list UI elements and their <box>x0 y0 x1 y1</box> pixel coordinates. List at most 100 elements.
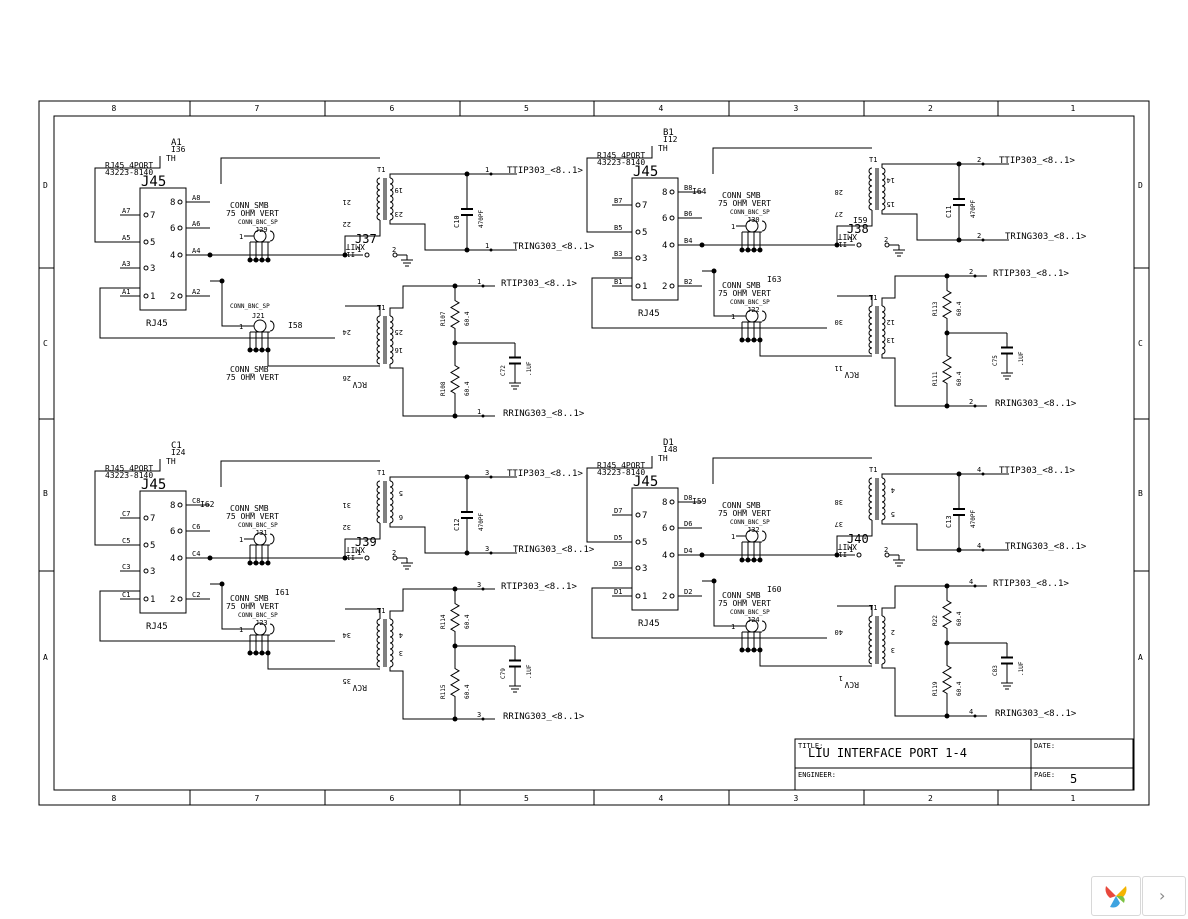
transformer-ref: T1 <box>869 294 877 302</box>
wire <box>836 520 873 555</box>
connector-pin: 1 <box>731 623 735 631</box>
connector-type: CONN_SMB <box>230 201 269 210</box>
connector-ref: J23 <box>255 619 268 627</box>
next-page-button[interactable]: › <box>1142 876 1186 916</box>
pin-name: B6 <box>684 210 692 218</box>
resistor-ref: R111 <box>932 371 939 386</box>
net-port <box>481 587 485 591</box>
transformer-pin: 16 <box>395 346 403 354</box>
connector-pin: 1 <box>731 223 735 231</box>
part-ref: A1 <box>171 138 182 148</box>
jumper-pin <box>856 552 862 558</box>
jack-title: J45 <box>633 474 658 490</box>
connector-ref: J22 <box>747 306 760 314</box>
transformer-ref: T1 <box>377 607 385 615</box>
wire <box>881 520 959 551</box>
net-port <box>481 717 485 721</box>
junction-dot <box>219 278 225 284</box>
pin-name: C3 <box>122 563 130 571</box>
net-port-number: 3 <box>477 581 481 589</box>
connector-pin: 1 <box>239 323 243 331</box>
connector-impedance: 75 OHM VERT <box>718 199 771 208</box>
zone-row-label: A <box>1138 653 1143 662</box>
wire <box>702 270 736 317</box>
smb-connector: 1 <box>731 619 767 653</box>
pin-marker <box>669 499 675 505</box>
connector-type: CONN_SMB <box>722 501 761 510</box>
connector-footprint: CONN_BNC_SP <box>730 299 770 306</box>
pin-marker <box>177 199 183 205</box>
transformer-winding <box>881 305 886 355</box>
rj45-jack-body <box>631 177 679 301</box>
transformer-pin: 31 <box>343 501 351 509</box>
wire <box>344 220 381 255</box>
transformer-pin: 35 <box>343 677 351 685</box>
jumper-pin-number: 1 <box>849 546 853 554</box>
transformer-name: XMIT <box>346 242 365 251</box>
pin-marker <box>143 568 149 574</box>
transformer-pin: 14 <box>887 176 895 184</box>
app-logo-button[interactable] <box>1091 876 1141 916</box>
transformer-pin: 24 <box>343 328 351 336</box>
jumper-pin-number: 1 <box>357 246 361 254</box>
wire <box>389 588 455 619</box>
page-value: 5 <box>1070 772 1077 786</box>
connector-footprint: CONN_BNC_SP <box>730 519 770 526</box>
zone-col-label: 5 <box>524 794 529 803</box>
jumper-pin <box>364 252 370 258</box>
jack-title: J45 <box>141 174 166 190</box>
net-label: TRING303_<8..1> <box>1005 232 1087 242</box>
resistor-value: 60.4 <box>956 371 963 386</box>
wire <box>881 163 959 168</box>
transformer-winding <box>389 315 394 365</box>
transformer-name: XMIT <box>838 232 857 241</box>
net-label: RTIP303_<8..1> <box>993 579 1069 589</box>
net-port-number: 4 <box>977 542 981 550</box>
transformer-winding <box>389 480 394 524</box>
wire <box>881 210 959 241</box>
connector-type: CONN_SMB <box>722 591 761 600</box>
capacitor-ref: C79 <box>500 668 507 679</box>
pin-name: B4 <box>684 237 692 245</box>
transformer-ref: T1 <box>869 156 877 164</box>
net-label: RRING303_<8..1> <box>995 399 1077 409</box>
smb-connector: 1 <box>731 219 767 253</box>
net-port <box>981 472 985 476</box>
transformer-pin: 19 <box>395 186 403 194</box>
transformer-pin: 34 <box>343 631 351 639</box>
pin-name: B2 <box>684 278 692 286</box>
wire <box>837 295 873 306</box>
connector-impedance: 75 OHM VERT <box>718 289 771 298</box>
junction-dot <box>711 268 717 274</box>
jumper-pin-number: 1 <box>357 549 361 557</box>
zone-col-label: 3 <box>794 794 799 803</box>
wire <box>759 632 872 667</box>
pin-marker <box>635 229 641 235</box>
resistor-symbol <box>942 333 952 406</box>
pin-marker <box>635 202 641 208</box>
wire <box>881 473 959 478</box>
title-label: TITLE: <box>798 742 823 750</box>
transformer-winding <box>389 177 394 221</box>
pin-marker <box>177 528 183 534</box>
transformer-pin: 5 <box>891 510 895 518</box>
net-port-number: 4 <box>969 578 973 586</box>
connector-shield <box>761 530 767 542</box>
net-port-number: 1 <box>485 166 489 174</box>
zone-col-label: 7 <box>255 794 260 803</box>
connector-footprint: CONN_BNC_SP <box>730 609 770 616</box>
resistor-symbol <box>450 286 460 343</box>
pin-number: 8 <box>662 188 667 198</box>
wire <box>837 605 873 616</box>
pin-number: 8 <box>170 198 175 208</box>
transformer-instance: I1 <box>839 240 847 248</box>
connector-type: CONN_SMB <box>722 281 761 290</box>
pin-name: B7 <box>614 197 622 205</box>
pin-marker <box>143 212 149 218</box>
transformer-name: RCV <box>844 680 859 689</box>
pin-number: 2 <box>170 595 175 605</box>
zone-col-label: 4 <box>659 104 664 113</box>
transformer-pin: 37 <box>835 520 843 528</box>
